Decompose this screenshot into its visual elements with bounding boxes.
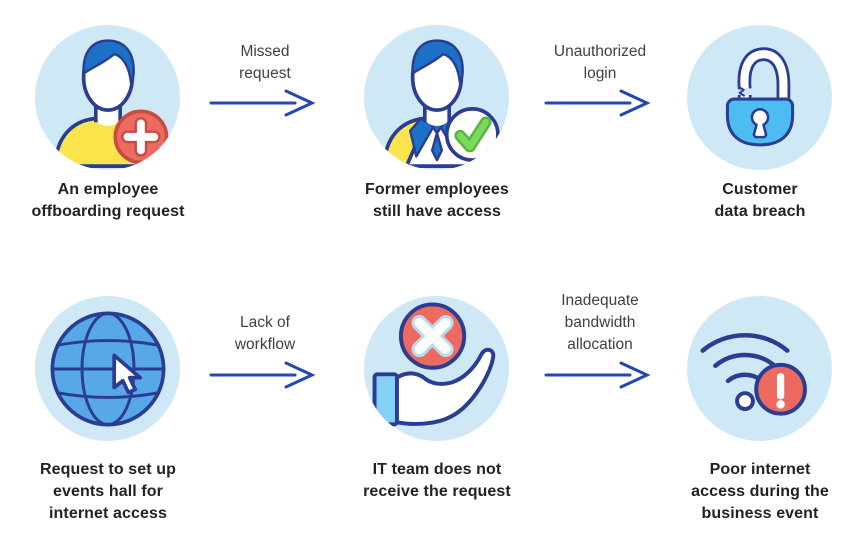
arrow-label: Inadequate bandwidth allocation xyxy=(561,292,639,353)
person-plus-icon xyxy=(53,38,168,168)
step-caption: Former employees still have access xyxy=(365,181,509,220)
step-caption: IT team does not receive the request xyxy=(363,461,511,500)
flow-arrow-icon xyxy=(209,361,316,389)
flow-arrow-icon xyxy=(544,89,651,117)
step-caption: Poor internet access during the business… xyxy=(691,461,829,522)
step-caption: An employee offboarding request xyxy=(31,181,185,220)
arrow-label: Unauthorized login xyxy=(553,43,647,82)
arrow-label: Lack of workflow xyxy=(234,314,296,353)
wifi-alert-icon xyxy=(700,332,807,416)
step-bubble xyxy=(687,296,832,441)
flow-arrow-icon xyxy=(544,361,651,389)
step-bubble xyxy=(364,25,509,170)
step-bubble xyxy=(687,25,832,170)
hand-error-icon xyxy=(372,301,496,426)
globe-cursor-icon xyxy=(50,311,165,426)
flow-arrow-icon xyxy=(209,89,316,117)
step-bubble xyxy=(35,296,180,441)
broken-lock-icon xyxy=(725,46,794,146)
arrow-label: Missed request xyxy=(239,43,291,82)
step-caption: Request to set up events hall for intern… xyxy=(40,461,176,522)
step-bubble xyxy=(364,296,509,441)
step-caption: Customer data breach xyxy=(714,181,806,220)
step-bubble xyxy=(35,25,180,170)
person-check-icon xyxy=(382,38,500,168)
